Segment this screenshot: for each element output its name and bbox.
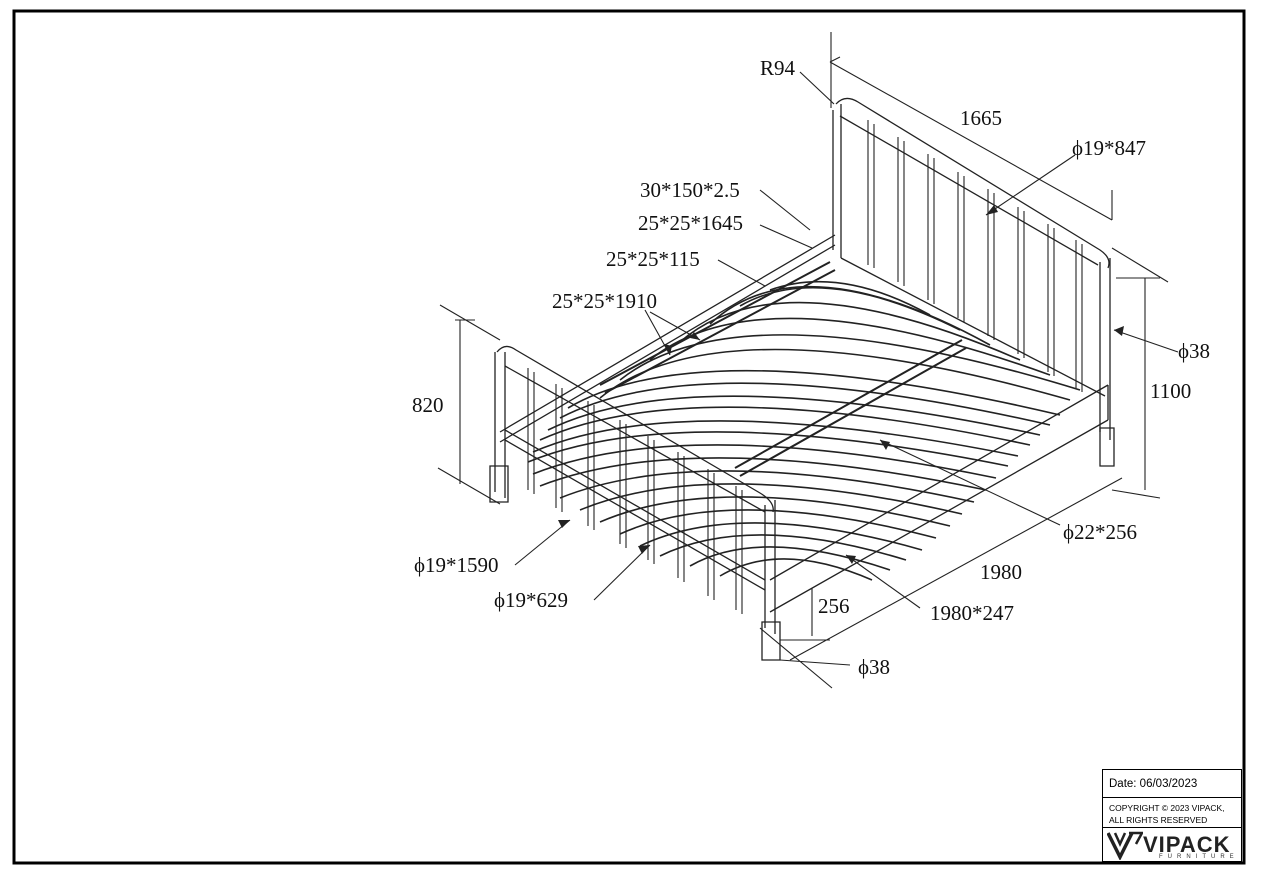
- title-block: Date: 06/03/2023 COPYRIGHT © 2023 VIPACK…: [1102, 769, 1242, 862]
- dim-headboard-height: 1100: [1150, 379, 1192, 403]
- dimension-lines: [437, 32, 1179, 689]
- dim-footboard-bars: ϕ19*629: [494, 588, 569, 612]
- dim-footboard-top-bar: ϕ19*1590: [414, 553, 499, 577]
- vipack-logo: VIPACK FURNITURE: [1103, 828, 1241, 862]
- logo-mark-icon: [1107, 831, 1143, 860]
- dim-headboard-width: 1665: [960, 106, 1002, 130]
- copyright-line-2: ALL RIGHTS RESERVED: [1109, 815, 1208, 825]
- drawing-frame: [12, 9, 1246, 865]
- dim-support-leg: 25*25*115: [606, 247, 700, 271]
- dimension-arrows: [558, 205, 1124, 564]
- date-label: Date: 06/03/2023: [1103, 770, 1241, 798]
- bed-illustration: [489, 97, 1115, 661]
- dim-clearance: 256: [818, 594, 850, 618]
- dim-slat: 30*150*2.5: [640, 178, 740, 202]
- dim-foot-post: ϕ38: [858, 655, 891, 679]
- dim-center-leg: ϕ22*256: [1063, 520, 1138, 544]
- dim-length: 1980: [980, 560, 1022, 584]
- brand-subtitle: FURNITURE: [1159, 854, 1239, 860]
- copyright-notice: COPYRIGHT © 2023 VIPACK, ALL RIGHTS RESE…: [1103, 798, 1241, 828]
- dim-side-support: 25*25*1645: [638, 211, 743, 235]
- dim-headboard-radius: R94: [760, 56, 796, 80]
- dim-center-rail: 25*25*1910: [552, 289, 657, 313]
- dim-footboard-height: 820: [412, 393, 444, 417]
- brand-name: VIPACK: [1143, 832, 1231, 857]
- dim-side-rail: 1980*247: [930, 601, 1014, 625]
- dim-headboard-post: ϕ38: [1178, 339, 1211, 363]
- dim-headboard-bars: ϕ19*847: [1072, 136, 1147, 160]
- copyright-line-1: COPYRIGHT © 2023 VIPACK,: [1109, 803, 1225, 813]
